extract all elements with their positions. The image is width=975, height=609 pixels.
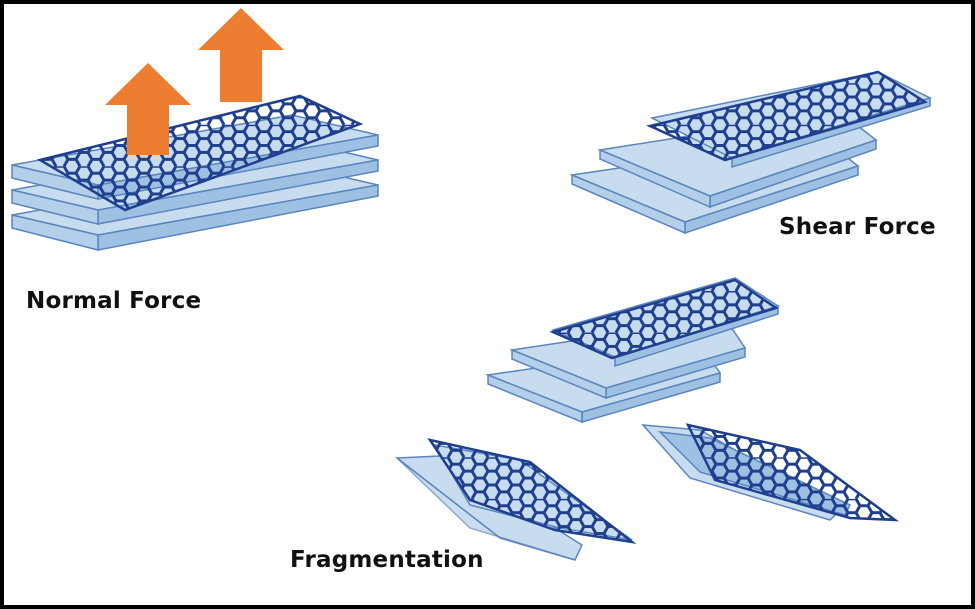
- hexagon-lattice-icon: [685, 423, 900, 522]
- up-arrow-icon: [105, 63, 191, 155]
- shear-force-stack: [569, 70, 933, 235]
- fragmentation-label: Fragmentation: [290, 547, 484, 573]
- fragmentation-piece-left: [394, 438, 637, 561]
- hexagon-lattice-icon: [36, 94, 364, 212]
- hexagon-lattice-icon: [427, 438, 637, 544]
- hexagon-lattice-icon: [646, 70, 928, 162]
- normal-force-label: Normal Force: [26, 288, 202, 314]
- hexagon-lattice-icon: [549, 278, 779, 360]
- normal-force-stack: [11, 8, 379, 251]
- fragmentation-piece-right: [641, 423, 900, 522]
- shear-force-label: Shear Force: [779, 214, 936, 240]
- fragmentation-stack-intact: [485, 277, 780, 424]
- up-arrow-icon: [198, 8, 284, 102]
